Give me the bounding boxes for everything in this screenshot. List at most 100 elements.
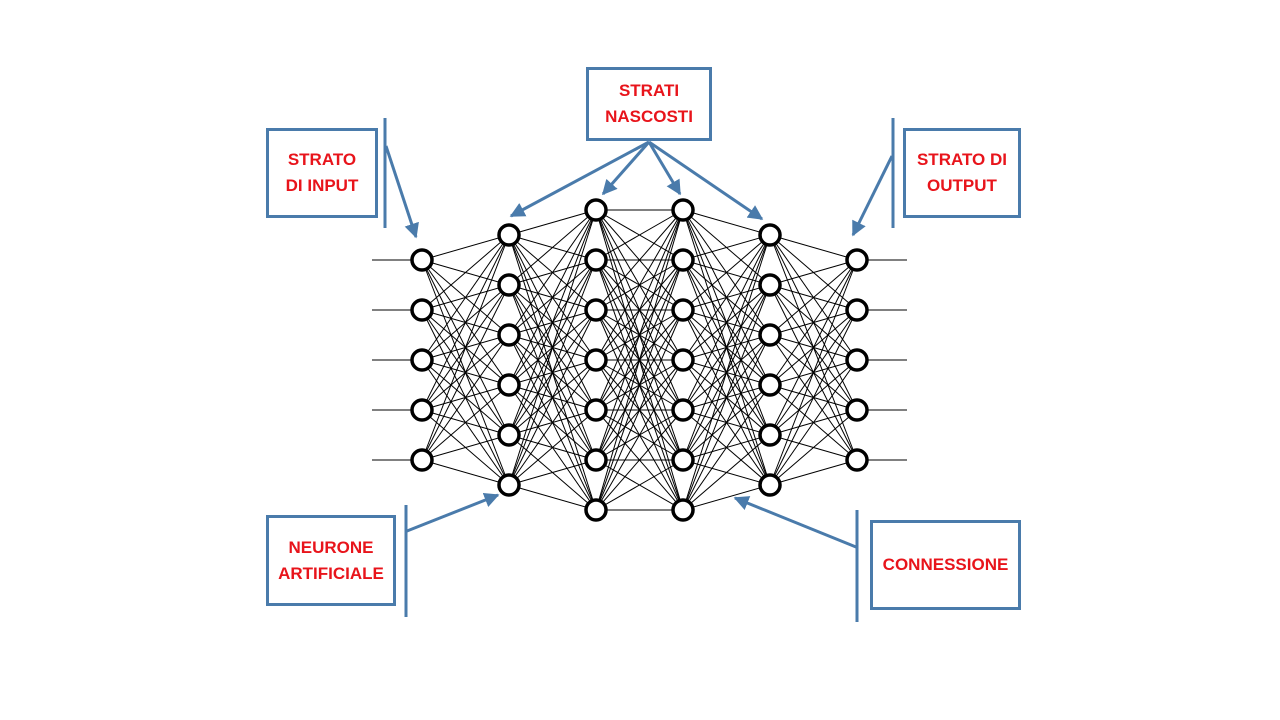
- connection-edge: [682, 284, 771, 511]
- connection-edge: [421, 284, 510, 461]
- arrow-line: [601, 141, 651, 196]
- neuron-node-layer-1: [410, 448, 434, 472]
- connection-edge: [421, 459, 510, 486]
- connection-edge: [769, 259, 858, 436]
- connection-edge: [595, 209, 684, 461]
- connection-edge: [421, 434, 510, 461]
- connection-edge: [508, 209, 597, 286]
- artificial-neuron-label-box: NEURONE ARTIFICIALE: [266, 515, 396, 606]
- input-layer-label-box: STRATO DI INPUT: [266, 128, 378, 218]
- connection-edge: [769, 359, 858, 486]
- output-layer-label-line-1: STRATO DI: [916, 150, 1008, 169]
- hidden-layers-label-line-1: STRATI: [618, 81, 680, 100]
- connection-edge: [769, 259, 858, 386]
- neuron-node-layer-4: [671, 248, 695, 272]
- neuron-node-layer-6: [845, 248, 869, 272]
- connection-edge: [508, 209, 597, 236]
- connection-edge: [769, 309, 858, 486]
- connection-edge: [508, 484, 597, 511]
- input-layer-label-line-2: DI INPUT: [285, 176, 359, 195]
- connection-edge: [595, 359, 684, 511]
- connection-edge: [682, 484, 771, 511]
- connection-edge: [595, 259, 684, 511]
- connection-edge: [769, 234, 858, 261]
- neuron-node-layer-3: [584, 248, 608, 272]
- connection-edge: [508, 209, 597, 336]
- connection-edge: [595, 209, 684, 411]
- connection-edge: [595, 209, 684, 511]
- neuron-node-layer-4: [671, 448, 695, 472]
- arrow-line: [851, 155, 894, 237]
- arrow-line: [406, 492, 500, 533]
- connection-edge: [682, 434, 771, 511]
- connections: [421, 209, 858, 511]
- neuron-node-layer-1: [410, 298, 434, 322]
- connection-edge: [421, 234, 510, 411]
- connection-label-box: CONNESSIONE: [870, 520, 1021, 610]
- neuron-node-layer-3: [584, 448, 608, 472]
- neuron-node-layer-2: [497, 323, 521, 347]
- connection-edge: [682, 234, 771, 361]
- neuron-node-layer-5: [758, 373, 782, 397]
- neuron-node-layer-5: [758, 423, 782, 447]
- connection-edge: [595, 209, 684, 361]
- connection-label-line-1: CONNESSIONE: [882, 555, 1009, 574]
- artificial-neuron-label-line-2: ARTIFICIALE: [278, 563, 384, 583]
- neuron-node-layer-6: [845, 448, 869, 472]
- connection-edge: [508, 409, 597, 486]
- input-layer-label-line-1: STRATO: [287, 150, 357, 169]
- connection-edge: [508, 209, 597, 436]
- neuron-node-layer-4: [671, 198, 695, 222]
- connection-edge: [595, 309, 684, 511]
- connection-edge: [508, 209, 597, 386]
- connection-edge: [508, 209, 597, 486]
- connection-edge: [421, 334, 510, 461]
- arrow-line: [384, 145, 419, 239]
- neuron-node-layer-6: [845, 398, 869, 422]
- connection-edge: [682, 234, 771, 461]
- neuron-node-layer-5: [758, 273, 782, 297]
- connection-edge: [769, 409, 858, 486]
- neuron-node-layer-2: [497, 223, 521, 247]
- connection-edge: [421, 234, 510, 461]
- neuron-node-layer-3: [584, 398, 608, 422]
- output-layer-label-box: STRATO DI OUTPUT: [903, 128, 1021, 218]
- neuron-node-layer-6: [845, 298, 869, 322]
- connection-edge: [421, 234, 510, 261]
- neuron-node-layer-4: [671, 498, 695, 522]
- neuron-node-layer-4: [671, 348, 695, 372]
- neuron-node-layer-1: [410, 398, 434, 422]
- connection-edge: [508, 459, 597, 486]
- connection-edge: [508, 309, 597, 486]
- connection-edge: [769, 459, 858, 486]
- arrow-line: [733, 496, 857, 549]
- connection-edge: [595, 459, 684, 511]
- neuron-node-layer-5: [758, 323, 782, 347]
- connection-edge: [595, 209, 684, 311]
- connection-edge: [769, 259, 858, 286]
- output-layer-label-line-2: OUTPUT: [927, 176, 997, 195]
- neuron-node-layer-3: [584, 298, 608, 322]
- connection-edge: [682, 234, 771, 311]
- connection-edge: [769, 259, 858, 336]
- connection-edge: [682, 234, 771, 511]
- neuron-node-layer-5: [758, 223, 782, 247]
- neuron-node-layer-6: [845, 348, 869, 372]
- connection-edge: [421, 234, 510, 361]
- neuron-node-layer-1: [410, 348, 434, 372]
- artificial-neuron-label-line-1: NEURONE: [288, 537, 374, 557]
- pointer-arrows: [383, 118, 895, 622]
- neuron-node-layer-5: [758, 473, 782, 497]
- connection-edge: [421, 234, 510, 311]
- neuron-node-layer-3: [584, 348, 608, 372]
- connection-edge: [682, 334, 771, 511]
- neuron-node-layer-1: [410, 248, 434, 272]
- neurons: [410, 198, 869, 522]
- neuron-node-layer-3: [584, 498, 608, 522]
- connection-edge: [682, 384, 771, 511]
- connection-edge: [682, 234, 771, 261]
- neuron-node-layer-2: [497, 473, 521, 497]
- connection-edge: [508, 259, 597, 486]
- connection-edge: [421, 384, 510, 461]
